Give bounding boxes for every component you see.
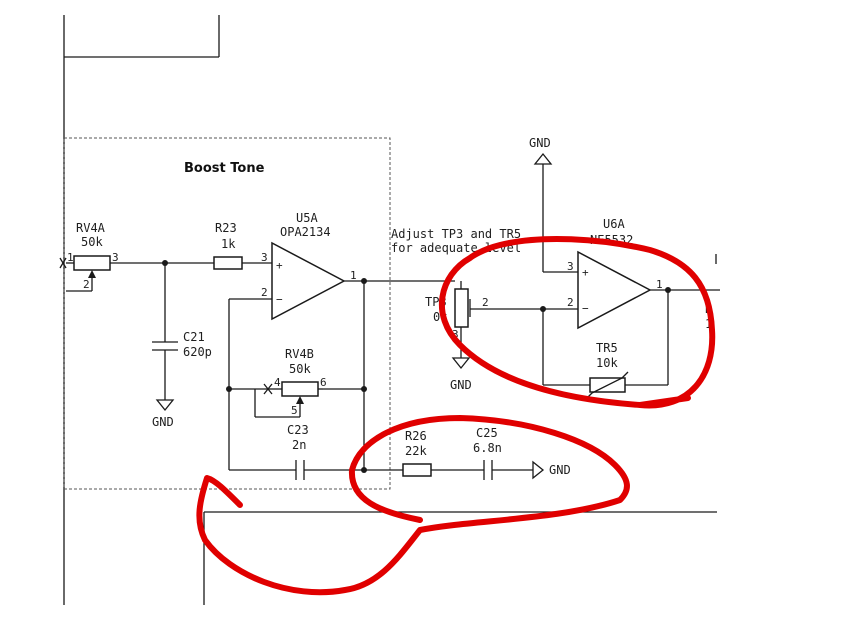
u6a-ref: U6A xyxy=(603,217,625,231)
tr5-value: 10k xyxy=(596,356,618,370)
rv4a-value: 50k xyxy=(81,235,103,249)
r23-ref: R23 xyxy=(215,221,237,235)
c25-value: 6.8n xyxy=(473,441,502,455)
rv4a-ref: RV4A xyxy=(76,221,106,235)
rv4a-pin2: 2 xyxy=(83,278,90,291)
c23-value: 2n xyxy=(292,438,306,452)
rv4b-pin4: 4 xyxy=(274,376,281,389)
r23-value: 1k xyxy=(221,237,236,251)
annotation-circle-right xyxy=(439,236,716,409)
gnd-top-label: GND xyxy=(529,136,551,150)
u5a-opamp[interactable]: + − xyxy=(271,241,346,321)
tr5-ref: TR5 xyxy=(596,341,618,355)
tp3-pin3: 3 xyxy=(452,328,459,341)
u5a-feedback-wires xyxy=(228,280,455,471)
rv4b-potentiometer[interactable] xyxy=(254,381,323,418)
rv4b-pin6: 6 xyxy=(320,376,327,389)
c25-ref: C25 xyxy=(476,426,498,440)
c21-value: 620p xyxy=(183,345,212,359)
rv4b-pin5: 5 xyxy=(291,404,298,417)
svg-text:−: − xyxy=(276,293,283,306)
gnd-c21-label: GND xyxy=(152,415,174,429)
u6a-opamp[interactable]: + − xyxy=(577,250,652,330)
svg-text:+: + xyxy=(582,266,589,279)
block-title: Boost Tone xyxy=(184,161,265,176)
c25-capacitor[interactable] xyxy=(483,460,545,480)
r26-resistor[interactable] xyxy=(364,463,484,477)
r26-ref: R26 xyxy=(405,429,427,443)
junction-u6a-out xyxy=(665,287,671,293)
r26-value: 22k xyxy=(405,444,427,458)
u5a-value: OPA2134 xyxy=(280,225,331,239)
gnd-c25-label: GND xyxy=(549,463,571,477)
svg-text:−: − xyxy=(582,302,589,315)
u6a-pin2: 2 xyxy=(567,296,574,309)
boost-tone-frame xyxy=(63,137,391,490)
u6a-pin1: 1 xyxy=(656,278,663,291)
u5a-pin3: 3 xyxy=(261,251,268,264)
c23-capacitor[interactable] xyxy=(295,460,305,480)
rv4a-pin3: 3 xyxy=(112,251,119,264)
c21-capacitor[interactable] xyxy=(152,263,178,412)
u5a-ref: U5A xyxy=(296,211,318,225)
gnd-tp3-label: GND xyxy=(450,378,472,392)
rv4a-pin1: 1 xyxy=(67,251,74,264)
annotation-circle-bottom xyxy=(196,415,630,596)
u6a-wires xyxy=(542,254,720,386)
note-line1: Adjust TP3 and TR5 xyxy=(391,227,521,241)
c23-ref: C23 xyxy=(287,423,309,437)
rv4a-potentiometer[interactable] xyxy=(59,255,165,292)
r23-resistor[interactable] xyxy=(165,256,272,270)
tr5-thermistor[interactable] xyxy=(584,371,629,401)
tp3-pin2: 2 xyxy=(482,296,489,309)
c21-ref: C21 xyxy=(183,330,205,344)
rv4b-value: 50k xyxy=(289,362,311,376)
junction-rv4b-right xyxy=(361,386,367,392)
u5a-pin1: 1 xyxy=(350,269,357,282)
junction-rv4b-left xyxy=(226,386,232,392)
svg-text:+: + xyxy=(276,259,283,272)
rv4b-ref: RV4B xyxy=(285,347,314,361)
u5a-pin2: 2 xyxy=(261,286,268,299)
junction-u5a-out xyxy=(361,278,367,284)
u6a-pin3: 3 xyxy=(567,260,574,273)
gnd-top-symbol xyxy=(533,152,578,273)
